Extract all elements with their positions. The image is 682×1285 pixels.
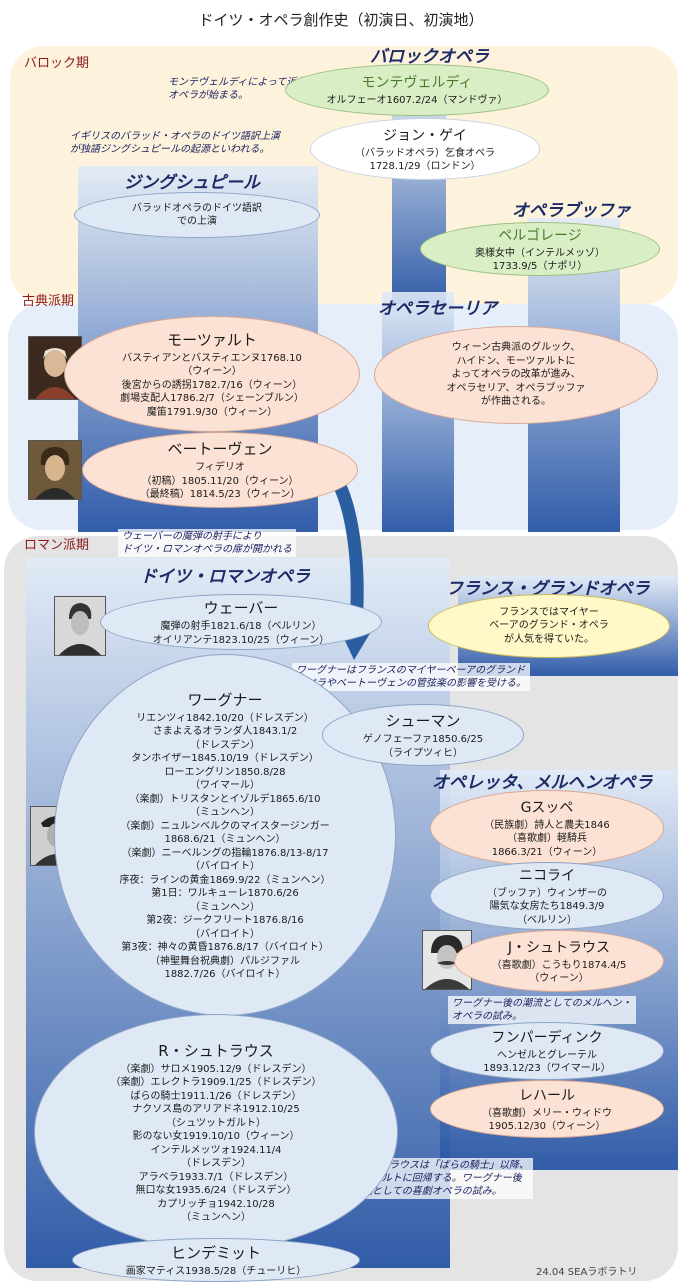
composer-name: モンテヴェルディ [361, 75, 473, 92]
era-label-romantic: ロマン派期 [24, 538, 90, 553]
portrait-face [45, 455, 65, 481]
oval-beethoven: ベートーヴェン フィデリオ （初稿）1805.11/20（ウィーン） （最終稿）… [82, 432, 358, 508]
composer-name: レハール [519, 1087, 575, 1104]
note-wagner-influence: ワーグナーはフランスのマイヤーベーアのグランド オペラやベートーヴェンの管弦楽の… [292, 663, 530, 691]
composer-name: ペルゴレージ [498, 227, 582, 244]
oval-meyerbeer: フランスではマイヤー ベーアのグランド・オペラ が人気を得ていた。 [428, 594, 670, 658]
oval-mozart: モーツァルト バスティアンとバスティエンヌ1768.10 （ウィーン） 後宮から… [64, 316, 360, 432]
composer-name: ヒンデミット [170, 1243, 261, 1262]
oval-rstrauss: R・シュトラウス （楽劇）サロメ1905.12/9（ドレスデン） （楽劇）エレク… [34, 1014, 398, 1250]
composer-name: ウェーバー [203, 599, 279, 617]
note-ballad-opera: イギリスのバラッド・オペラのドイツ語訳上演 が独語ジングシュピールの起源といわれ… [70, 131, 280, 155]
credit: 24.04 SEAラボラトリ [536, 1267, 638, 1278]
oval-jstrauss: J・シュトラウス （喜歌劇）こうもり1874.4/5 （ウィーン） [454, 930, 664, 992]
composer-name: J・シュトラウス [507, 939, 611, 956]
oval-wagner: ワーグナー リエンツィ1842.10/20（ドレスデン） さまよえるオランダ人1… [54, 654, 396, 1016]
heading-operetta: オペレッタ、メルヘンオペラ [432, 773, 653, 793]
portrait-weber [54, 596, 106, 656]
composer-name: R・シュトラウス [158, 1041, 274, 1060]
composer-name: フンパーディンク [491, 1029, 603, 1046]
oval-weber: ウェーバー 魔弾の射手1821.6/18（ベルリン） オイリアンテ1823.10… [100, 594, 382, 650]
note-monteverdi: モンテヴェルディによって近代 オペラが始まる。 [168, 77, 307, 101]
heading-opera-seria: オペラセーリア [378, 299, 497, 319]
composer-name: モーツァルト [167, 330, 257, 349]
composer-name: ベートーヴェン [167, 440, 273, 459]
portrait-face [71, 611, 89, 635]
page-title: ドイツ・オペラ創作史（初演日、初演地） [198, 11, 484, 29]
oval-schumann: シューマン ゲノフェーファ1850.6/25 （ライプツィヒ） [322, 704, 524, 766]
composer-name: シューマン [385, 712, 461, 730]
oval-singspiel-note: バラッドオペラのドイツ語訳 での上演 [74, 192, 320, 238]
composer-name: Gスッペ [520, 799, 574, 816]
heading-singspiel: ジングシュピール [124, 173, 260, 193]
jstrauss-portrait-image [423, 931, 471, 989]
oval-monteverdi: モンテヴェルディ オルフェーオ1607.2/24（マンドヴァ） [285, 64, 549, 116]
weber-portrait-image [55, 597, 105, 655]
oval-nicolai: ニコライ （ブッファ）ウィンザーの 陽気な女房たち1849.3/9 （ベルリン） [430, 862, 664, 930]
oval-humperdinck: フンパーディンク ヘンゼルとグレーテル 1893.12/23（ワイマール） [430, 1022, 664, 1080]
portrait-jstrauss [422, 930, 472, 990]
portrait-beethoven [28, 440, 82, 500]
era-label-classical: 古典派期 [22, 294, 75, 309]
note-marchen-opera: ワーグナー後の潮流としてのメルヘン・ オペラの試み。 [448, 996, 636, 1024]
composer-name: ニコライ [519, 867, 575, 884]
portrait-mustache [437, 961, 457, 965]
composer-name: ワーグナー [187, 690, 263, 709]
heading-german-romantic: ドイツ・ロマンオペラ [140, 567, 310, 587]
heading-opera-buffa: オペラブッファ [512, 201, 631, 221]
portrait-coat [35, 387, 75, 399]
portrait-coat [425, 979, 469, 989]
heading-french-grand: フランス・グランドオペラ [446, 579, 650, 599]
note-weber: ウェーバーの魔弾の射手により ドイツ・ロマンオペラの扉が開かれる [118, 529, 296, 557]
portrait-face [44, 349, 66, 377]
oval-pergolesi: ペルゴレージ 奥様女中（インテルメッゾ） 1733.9/5（ナポリ） [420, 222, 660, 276]
oval-hindemith: ヒンデミット 画家マティス1938.5/28（チューリヒ） [72, 1238, 360, 1282]
portrait-coat [59, 644, 101, 655]
beethoven-portrait-image [29, 441, 81, 499]
oval-john-gay: ジョン・ゲイ （バラッドオペラ）乞食オペラ 1728.1/29（ロンドン） [310, 118, 540, 180]
oval-suppe: Gスッペ （民族劇）詩人と農夫1846 （喜歌劇）軽騎兵 1866.3/21（ウ… [430, 790, 664, 866]
portrait-wig [43, 348, 67, 359]
era-label-baroque: バロック期 [24, 56, 90, 71]
heading-baroque-opera: バロックオペラ [370, 47, 489, 67]
portrait-hair [431, 935, 463, 953]
oval-vienna-classical: ウィーン古典派のグルック、 ハイドン、モーツァルトに よってオペラの改革が進み、… [374, 326, 658, 424]
oval-lehar: レハール （喜歌劇）メリー・ウィドウ 1905.12/30（ウィーン） [430, 1080, 664, 1138]
portrait-coat [35, 488, 75, 499]
composer-name: ジョン・ゲイ [383, 127, 467, 144]
